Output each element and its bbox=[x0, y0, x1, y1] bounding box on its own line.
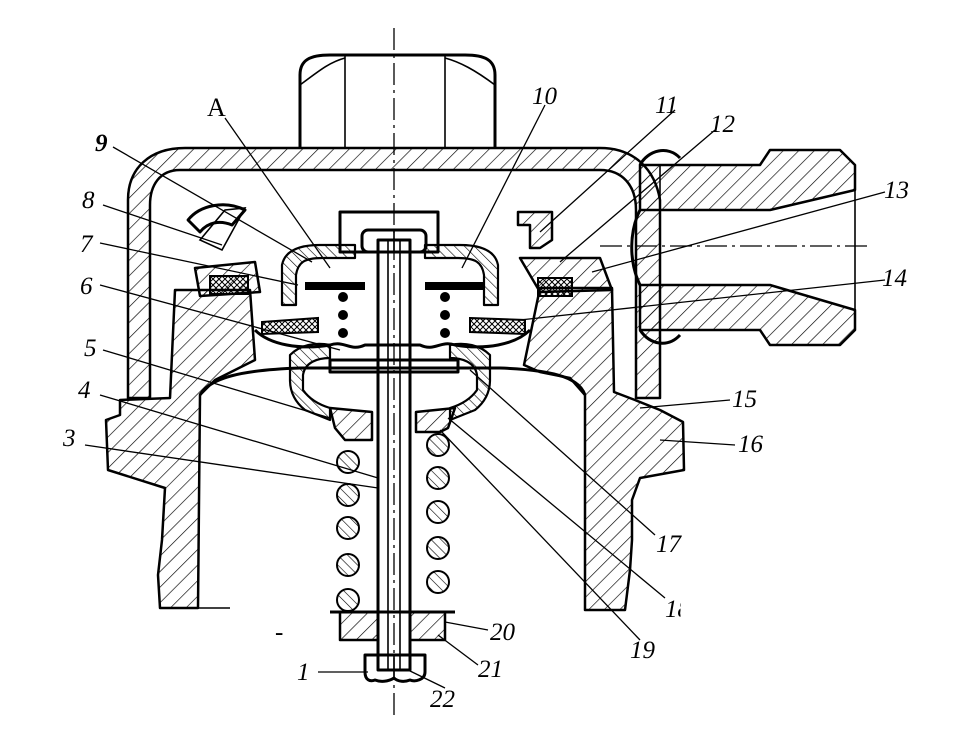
retaining-clip bbox=[186, 203, 247, 234]
callout-11: 11 bbox=[655, 92, 678, 119]
callout-3: 3 bbox=[62, 425, 76, 452]
callout-22: 22 bbox=[430, 686, 455, 713]
left-diaphragm-plate bbox=[305, 282, 365, 290]
leader-lines bbox=[84, 104, 886, 689]
upper-seat-block bbox=[186, 203, 614, 298]
callout-9: 9 bbox=[95, 130, 108, 157]
callout-4: 4 bbox=[78, 377, 91, 404]
top-hex-nut bbox=[298, 53, 497, 148]
callout-20: 20 bbox=[490, 619, 516, 646]
callout-7: 7 bbox=[80, 231, 94, 258]
callout-13: 13 bbox=[884, 177, 909, 204]
callout-6: 6 bbox=[80, 273, 93, 300]
right-diaphragm-plate bbox=[425, 282, 485, 290]
main-spring bbox=[328, 406, 457, 642]
callout-10: 10 bbox=[532, 83, 558, 110]
valve-body bbox=[104, 286, 686, 612]
callout-14: 14 bbox=[882, 265, 907, 292]
callout-19: 19 bbox=[630, 637, 656, 664]
stray-dash-mark: - bbox=[275, 619, 283, 646]
section-letter-label: A bbox=[207, 93, 226, 122]
callout-17: 17 bbox=[656, 531, 683, 558]
right-gasket bbox=[537, 277, 573, 297]
diaphragm-assembly bbox=[253, 210, 532, 422]
callout-8: 8 bbox=[82, 187, 95, 214]
left-gasket bbox=[209, 275, 249, 295]
callout-1: 1 bbox=[297, 659, 310, 686]
callout-16: 16 bbox=[738, 431, 764, 458]
callout-15: 15 bbox=[732, 386, 757, 413]
callout-12: 12 bbox=[710, 111, 735, 138]
outlet-fitting bbox=[600, 148, 870, 347]
callout-5: 5 bbox=[84, 335, 97, 362]
callout-18: 18 bbox=[665, 596, 691, 623]
callout-21: 21 bbox=[478, 656, 503, 683]
